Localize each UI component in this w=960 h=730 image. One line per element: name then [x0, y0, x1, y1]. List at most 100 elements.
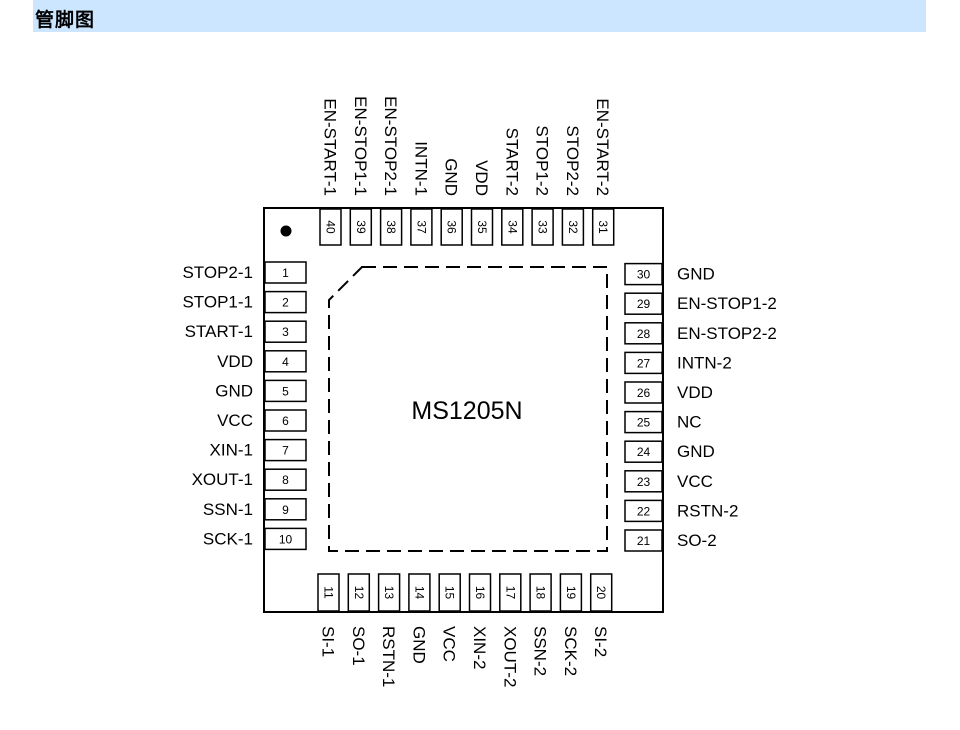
- pin-number: 27: [637, 356, 651, 370]
- pin-number: 8: [282, 473, 289, 487]
- pin-box-left: [264, 498, 307, 521]
- chip-name: MS1205N: [411, 397, 522, 425]
- pin-number: 7: [282, 444, 289, 458]
- pin-label-top: VDD: [472, 160, 491, 196]
- pin-number: 17: [503, 586, 517, 600]
- pin-box-right: [624, 529, 663, 552]
- pin-number: 22: [637, 504, 651, 518]
- pin-label-bottom: XIN-2: [470, 626, 489, 669]
- pin-label-right: INTN-2: [677, 353, 732, 372]
- pin-number: 38: [384, 220, 398, 234]
- pin-number: 1: [282, 266, 289, 280]
- pin-label-right: GND: [677, 265, 715, 284]
- pin-label-right: EN-STOP1-2: [677, 294, 777, 313]
- pin-number: 40: [324, 220, 338, 234]
- pin-box-left: [264, 438, 307, 462]
- pin-box-left: [264, 350, 307, 373]
- pin-number: 26: [637, 386, 651, 400]
- pin-box-bottom: [529, 573, 552, 612]
- pin-label-bottom: XOUT-2: [500, 626, 519, 687]
- pin-label-bottom: GND: [409, 626, 428, 664]
- pin-label-left: STOP1-1: [182, 293, 253, 312]
- pin-label-top: GND: [442, 158, 461, 196]
- pin-label-top: EN-START-1: [321, 98, 340, 196]
- pin-number: 20: [594, 586, 608, 600]
- pin-label-top: STOP2-2: [563, 125, 582, 196]
- pin-box-bottom: [317, 573, 340, 612]
- pin-box-left: [264, 261, 307, 284]
- pin-label-right: VCC: [677, 472, 713, 491]
- pins-group: 1STOP2-12STOP1-13START-14VDD5GND6VCC7XIN…: [182, 96, 776, 687]
- pin-number: 12: [352, 586, 366, 600]
- pin-label-bottom: SO-1: [349, 626, 368, 666]
- pin-number: 30: [637, 268, 651, 282]
- pin-label-bottom: SSN-2: [531, 626, 550, 676]
- pin-box-bottom: [589, 573, 613, 612]
- pin-box-top: [319, 208, 342, 246]
- pin-box-bottom: [347, 573, 371, 612]
- pin-box-right: [624, 322, 663, 345]
- pin-number: 24: [637, 445, 651, 459]
- pin-label-left: XOUT-1: [192, 470, 253, 489]
- pin-box-bottom: [559, 573, 583, 612]
- pin-box-left: [264, 527, 307, 551]
- pin-number: 9: [282, 503, 289, 517]
- pin-box-left: [264, 468, 307, 491]
- pin-box-top: [470, 208, 494, 246]
- pin-number: 2: [282, 296, 289, 310]
- pin-number: 19: [564, 586, 578, 600]
- pin-box-bottom: [377, 573, 401, 612]
- pin-number: 25: [637, 416, 651, 430]
- pin-number: 28: [637, 327, 651, 341]
- pin-label-top: EN-START-2: [593, 98, 612, 196]
- pin-label-left: SSN-1: [203, 500, 253, 519]
- pin-number: 4: [282, 355, 289, 369]
- pin-box-bottom: [438, 573, 461, 612]
- pin-box-right: [624, 262, 663, 286]
- pin-box-bottom: [499, 573, 522, 612]
- pin-number: 35: [475, 220, 489, 234]
- pin-label-bottom: SCK-2: [561, 626, 580, 676]
- pin-number: 23: [637, 475, 651, 489]
- pin-number: 29: [637, 297, 651, 311]
- pin-box-top: [440, 208, 463, 246]
- pin-label-bottom: SI-2: [591, 626, 610, 657]
- pin-number: 37: [414, 220, 428, 234]
- pin-label-right: RSTN-2: [677, 501, 738, 520]
- section-title: 管脚图: [35, 9, 96, 31]
- pin-number: 5: [282, 384, 289, 398]
- pin-number: 13: [382, 586, 396, 600]
- pin-box-right: [624, 410, 663, 434]
- pin-label-left: STOP2-1: [182, 263, 253, 282]
- pin-box-right: [624, 381, 663, 404]
- pin-number: 32: [566, 220, 580, 234]
- pin-number: 11: [322, 586, 336, 599]
- pin-box-left: [264, 290, 307, 314]
- pin-box-right: [624, 440, 663, 463]
- pin-label-right: VDD: [677, 383, 713, 402]
- pin-label-top: EN-STOP1-1: [351, 96, 370, 196]
- pin-box-bottom: [408, 573, 431, 612]
- pin-label-right: NC: [677, 413, 702, 432]
- pin-label-top: EN-STOP2-1: [381, 96, 400, 196]
- pin-box-right: [624, 292, 663, 315]
- pin-label-left: XIN-1: [210, 441, 253, 460]
- pin-number: 15: [443, 586, 457, 600]
- pin-label-left: VCC: [217, 411, 253, 430]
- pin-box-right: [624, 351, 663, 375]
- pin-label-top: INTN-1: [411, 141, 430, 196]
- pin-number: 34: [505, 220, 519, 234]
- pin-number: 16: [473, 586, 487, 600]
- pin-box-left: [264, 409, 307, 432]
- pin-label-bottom: SI-1: [319, 626, 338, 657]
- pin-box-right: [624, 499, 663, 523]
- pin-box-top: [531, 208, 554, 246]
- pin-number: 6: [282, 414, 289, 428]
- pin-box-top: [410, 208, 433, 246]
- pin-number: 21: [637, 534, 651, 548]
- pin-box-top: [379, 208, 403, 246]
- section-header-bar: 管脚图: [33, 0, 926, 32]
- pin-box-bottom: [468, 573, 492, 612]
- chip-body: [263, 207, 664, 613]
